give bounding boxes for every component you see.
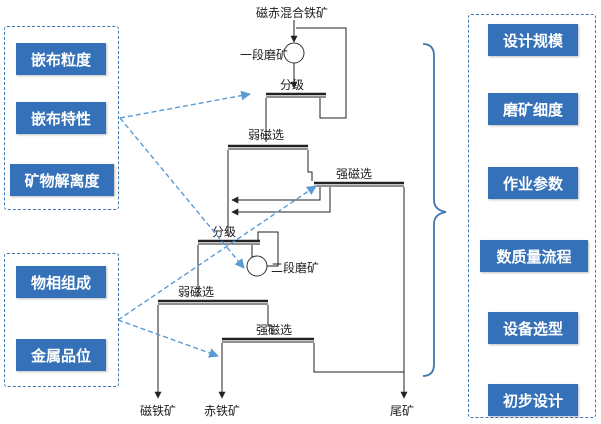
dashed-arrow-characteristic-to-grinding (119, 117, 245, 269)
right-brace (422, 43, 447, 377)
strong-mag-2-label: 强磁选 (256, 322, 292, 337)
right-panel (468, 14, 596, 418)
classification-2-label: 分级 (212, 225, 236, 239)
left-top-item-granularity[interactable]: 嵌布粒度 (16, 43, 106, 75)
right-item-equipment-selection[interactable]: 设备选型 (488, 312, 578, 344)
product-tailings-label: 尾矿 (390, 404, 414, 418)
right-item-operation-params[interactable]: 作业参数 (488, 167, 578, 199)
dashed-arrow-characteristic-to-classification (119, 90, 251, 119)
left-top-item-liberation[interactable]: 矿物解离度 (10, 164, 114, 196)
right-item-quantity-flow[interactable]: 数质量流程 (480, 240, 588, 272)
grinding-2-label: 二段磨矿 (271, 260, 319, 275)
left-bottom-item-grade[interactable]: 金属品位 (16, 339, 106, 371)
weak-mag-2-label: 弱磁选 (178, 284, 214, 299)
right-item-design-scale[interactable]: 设计规模 (488, 24, 578, 56)
right-item-grinding-fineness[interactable]: 磨矿细度 (488, 93, 578, 125)
dashed-arrow-composition-to-strong-mag-2 (117, 319, 219, 358)
left-top-panel (4, 26, 119, 210)
right-item-preliminary-design[interactable]: 初步设计 (488, 384, 578, 416)
strong-mag-1-label: 强磁选 (336, 166, 372, 181)
left-top-item-characteristic[interactable]: 嵌布特性 (16, 102, 106, 134)
classification-1-label: 分级 (280, 78, 304, 92)
product-hematite-label: 赤铁矿 (204, 404, 240, 418)
weak-mag-1-label: 弱磁选 (248, 127, 284, 142)
grinding-2-mill-icon (246, 255, 268, 277)
feed-label: 磁赤混合铁矿 (256, 5, 328, 20)
product-magnetite-label: 磁铁矿 (140, 403, 176, 418)
grinding-1-label: 一段磨矿 (240, 47, 288, 62)
left-bottom-item-phase[interactable]: 物相组成 (16, 266, 106, 298)
